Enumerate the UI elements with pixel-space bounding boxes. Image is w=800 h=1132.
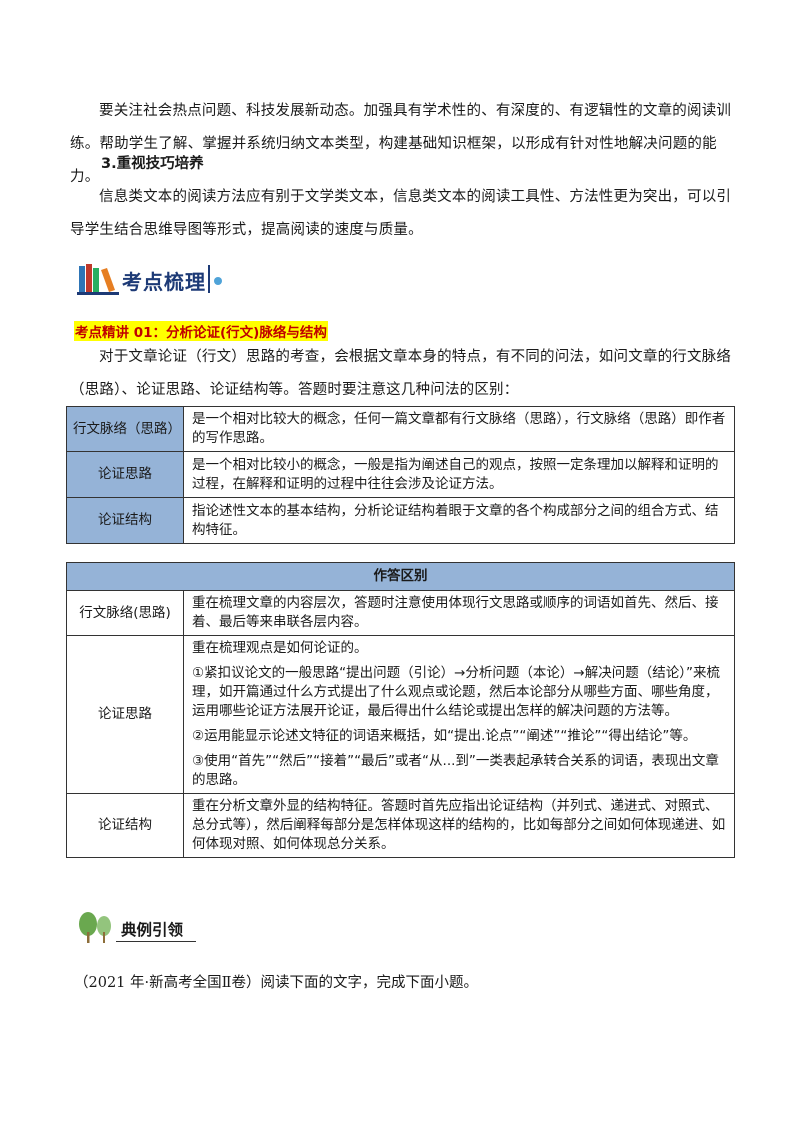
answer-difference-table: 作答区别 行文脉络(思路) 重在梳理文章的内容层次，答题时注意使用体现行文思路或…: [66, 562, 735, 858]
cell-paragraph: ③使用“首先”“然后”“接着”“最后”或者“从...到”一类表起承转合关系的词语…: [192, 753, 719, 788]
table-row-head: 行文脉络(思路): [66, 590, 184, 636]
lecture-paragraph: 对于文章论证（行文）思路的考查，会根据文章本身的特点，有不同的问法，如问文章的行…: [70, 349, 732, 398]
table-row-head: 行文脉络（思路）: [66, 406, 184, 452]
cell-paragraph: 重在梳理观点是如何论证的。: [192, 640, 368, 656]
trees-icon: [79, 912, 111, 943]
table-row-body: 重在分析文章外显的结构特征。答题时首先应指出论证结构（并列式、递进式、对照式、总…: [183, 793, 735, 858]
section-banner-title: 考点梳理: [122, 270, 206, 294]
table-row: 论证思路 是一个相对比较小的概念，一般是指为阐述自己的观点，按照一定条理加以解释…: [66, 451, 735, 498]
table-row: 论证思路 重在梳理观点是如何论证的。 ①紧扣议论文的一般思路“提出问题（引论）→…: [66, 635, 735, 794]
banner-dot-icon: [214, 277, 222, 285]
table-row-body: 重在梳理文章的内容层次，答题时注意使用体现行文思路或顺序的词语如首先、然后、接着…: [183, 590, 735, 636]
table-row: 论证结构 重在分析文章外显的结构特征。答题时首先应指出论证结构（并列式、递进式、…: [66, 793, 735, 858]
table-row-head: 论证思路: [66, 635, 184, 794]
example-banner: 典例引领: [76, 910, 196, 946]
table-row-body: 重在梳理观点是如何论证的。 ①紧扣议论文的一般思路“提出问题（引论）→分析问题（…: [183, 635, 735, 794]
table-row: 论证结构 指论述性文本的基本结构，分析论证结构着眼于文章的各个构成部分之间的组合…: [66, 497, 735, 544]
section-heading-3: 3.重视技巧培养: [101, 156, 204, 172]
table-row-head: 论证结构: [66, 497, 184, 544]
table-title-row: 作答区别: [66, 562, 735, 591]
table-row-body: 是一个相对比较小的概念，一般是指为阐述自己的观点，按照一定条理加以解释和证明的过…: [183, 451, 735, 498]
cell-paragraph: ②运用能显示论述文特征的词语来概括，如“提出.论点”“阐述”“推论”“得出结论”…: [192, 728, 697, 744]
table-row-head: 论证思路: [66, 451, 184, 498]
intro-paragraph-1: 要关注社会热点问题、科技发展新动态。加强具有学术性的、有深度的、有逻辑性的文章的…: [70, 103, 732, 185]
books-icon: [77, 264, 119, 295]
comparison-table: 行文脉络（思路） 是一个相对比较大的概念，任何一篇文章都有行文脉络（思路），行文…: [66, 406, 735, 544]
table-title: 作答区别: [66, 562, 735, 591]
example-underline: [116, 941, 196, 942]
table-row-body: 是一个相对比较大的概念，任何一篇文章都有行文脉络（思路），行文脉络（思路）即作者…: [183, 406, 735, 452]
cell-paragraph: ①紧扣议论文的一般思路“提出问题（引论）→分析问题（本论）→解决问题（结论）”来…: [192, 665, 720, 719]
table-row: 行文脉络(思路) 重在梳理文章的内容层次，答题时注意使用体现行文思路或顺序的词语…: [66, 590, 735, 636]
question-intro: （2021 年·新高考全国Ⅱ卷）阅读下面的文字，完成下面小题。: [74, 975, 478, 991]
lecture-title: 考点精讲 01：分析论证(行文)脉络与结构: [74, 321, 328, 341]
table-row-head: 论证结构: [66, 793, 184, 858]
intro-paragraph-2: 信息类文本的阅读方法应有别于文学类文本，信息类文本的阅读工具性、方法性更为突出，…: [70, 189, 732, 238]
banner-divider: [208, 265, 210, 293]
example-banner-title: 典例引领: [121, 921, 184, 939]
table-row-body: 指论述性文本的基本结构，分析论证结构着眼于文章的各个构成部分之间的组合方式、结构…: [183, 497, 735, 544]
table-row: 行文脉络（思路） 是一个相对比较大的概念，任何一篇文章都有行文脉络（思路），行文…: [66, 406, 735, 452]
